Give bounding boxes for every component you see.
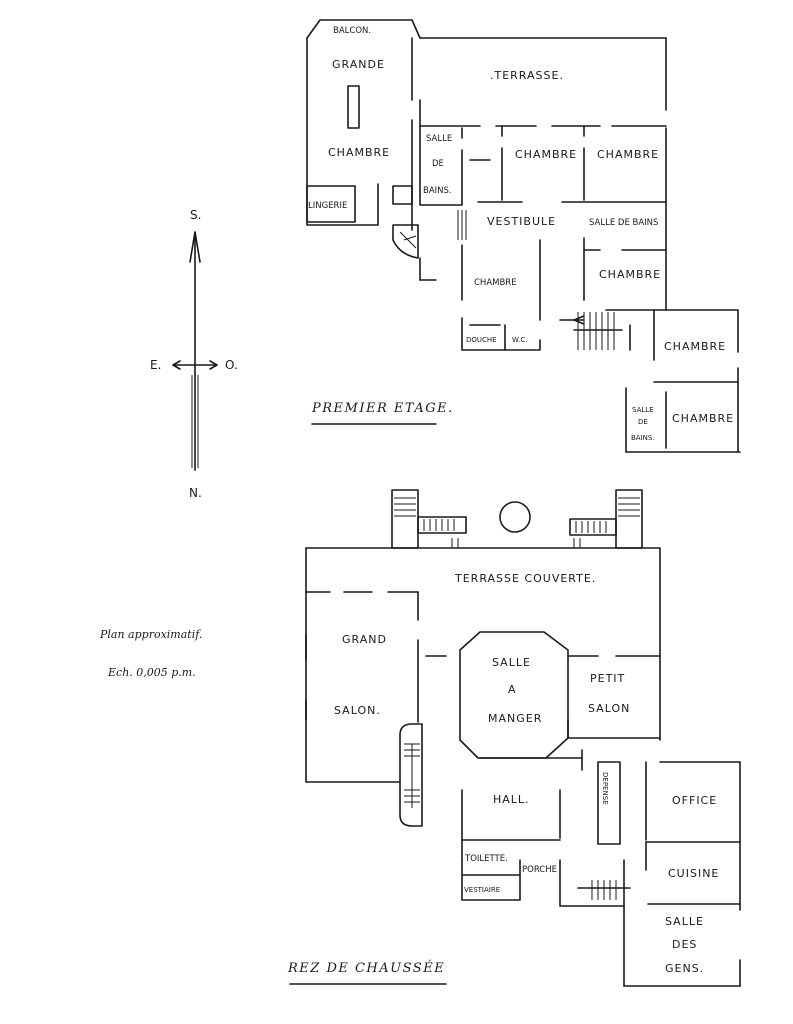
ground-floor-title: REZ DE CHAUSSÉE	[287, 960, 445, 976]
room-grand-salon-1: GRAND	[342, 633, 387, 646]
room-hall: HALL.	[493, 793, 530, 806]
room-depense: DEPENSE	[601, 772, 609, 805]
room-salle-a-manger-3: MANGER	[488, 712, 542, 725]
ground-floor-plan: TERRASSE COUVERTE. GRAND SALON. SALLE A …	[287, 489, 741, 987]
room-vestibule: VESTIBULE	[487, 215, 556, 228]
scale-note: Plan approximatif. Ech. 0,005 p.m.	[99, 628, 202, 679]
scale-note-line2: Ech. 0,005 p.m.	[107, 666, 196, 679]
room-toilette: TOILETTE.	[464, 854, 508, 864]
room-de-1: DE	[432, 159, 444, 169]
compass-rose: S. E. O. N.	[150, 208, 238, 500]
pantry-box	[597, 761, 621, 845]
room-wc: W.C.	[512, 336, 527, 344]
room-salle-des-gens-3: GENS.	[665, 962, 704, 975]
room-grand-salon-2: SALON.	[334, 704, 381, 717]
room-terrasse-couverte: TERRASSE COUVERTE.	[454, 572, 596, 585]
room-chambre-f: CHAMBRE	[672, 412, 734, 425]
stairs-terrace-east	[569, 489, 643, 549]
room-grande: GRANDE	[332, 58, 385, 71]
fountain-circle	[499, 501, 531, 533]
room-salle-des-gens-1: SALLE	[665, 915, 704, 928]
scale-note-line1: Plan approximatif.	[99, 628, 202, 641]
room-office: OFFICE	[672, 794, 717, 807]
room-vestiaire: VESTIAIRE	[464, 886, 500, 894]
first-floor-title: PREMIER ETAGE.	[311, 401, 454, 416]
room-terrasse: .TERRASSE.	[490, 69, 564, 82]
room-salle-2: SALLE	[632, 406, 654, 414]
compass-arrow-icon	[189, 231, 201, 263]
room-salle-1: SALLE	[426, 134, 452, 144]
room-bains-1: BAINS.	[423, 186, 452, 196]
room-salle-a-manger-2: A	[508, 683, 517, 696]
room-grande-chambre: CHAMBRE	[328, 146, 390, 159]
room-chambre-c: CHAMBRE	[599, 268, 661, 281]
compass-north-label: N.	[189, 486, 202, 500]
room-petit-salon-1: PETIT	[590, 672, 625, 685]
stairs-kitchen	[577, 880, 631, 900]
room-douche: DOUCHE	[466, 336, 497, 344]
compass-east-label: E.	[150, 358, 161, 372]
stairs-hall	[399, 723, 423, 827]
stairs-terrace-west	[391, 489, 467, 549]
room-salle-des-gens-2: DES	[672, 938, 697, 951]
room-salle-a-manger-1: SALLE	[492, 656, 531, 669]
stairs-first-floor	[559, 312, 623, 350]
balcony-outline	[306, 19, 421, 39]
room-salle-de-bains-2: SALLE DE BAINS	[589, 218, 658, 228]
compass-west-label: O.	[225, 358, 238, 372]
room-chambre-b: CHAMBRE	[597, 148, 659, 161]
room-porche: PORCHE	[522, 865, 557, 875]
spiral-stair	[392, 224, 419, 259]
room-petit-salon-2: SALON	[588, 702, 630, 715]
room-chambre-a: CHAMBRE	[515, 148, 577, 161]
room-cuisine: CUISINE	[668, 867, 719, 880]
room-balcon: BALCON.	[333, 26, 371, 36]
first-floor-plan: BALCON. GRANDE CHAMBRE .TERRASSE. SALLE …	[306, 19, 741, 453]
compass-south-label: S.	[190, 208, 201, 222]
room-chambre-e: CHAMBRE	[664, 340, 726, 353]
room-chambre-d: CHAMBRE	[474, 278, 517, 288]
room-lingerie: LINGERIE	[308, 201, 347, 211]
room-de-2: DE	[638, 418, 648, 426]
room-bains-2: BAINS.	[631, 434, 655, 442]
